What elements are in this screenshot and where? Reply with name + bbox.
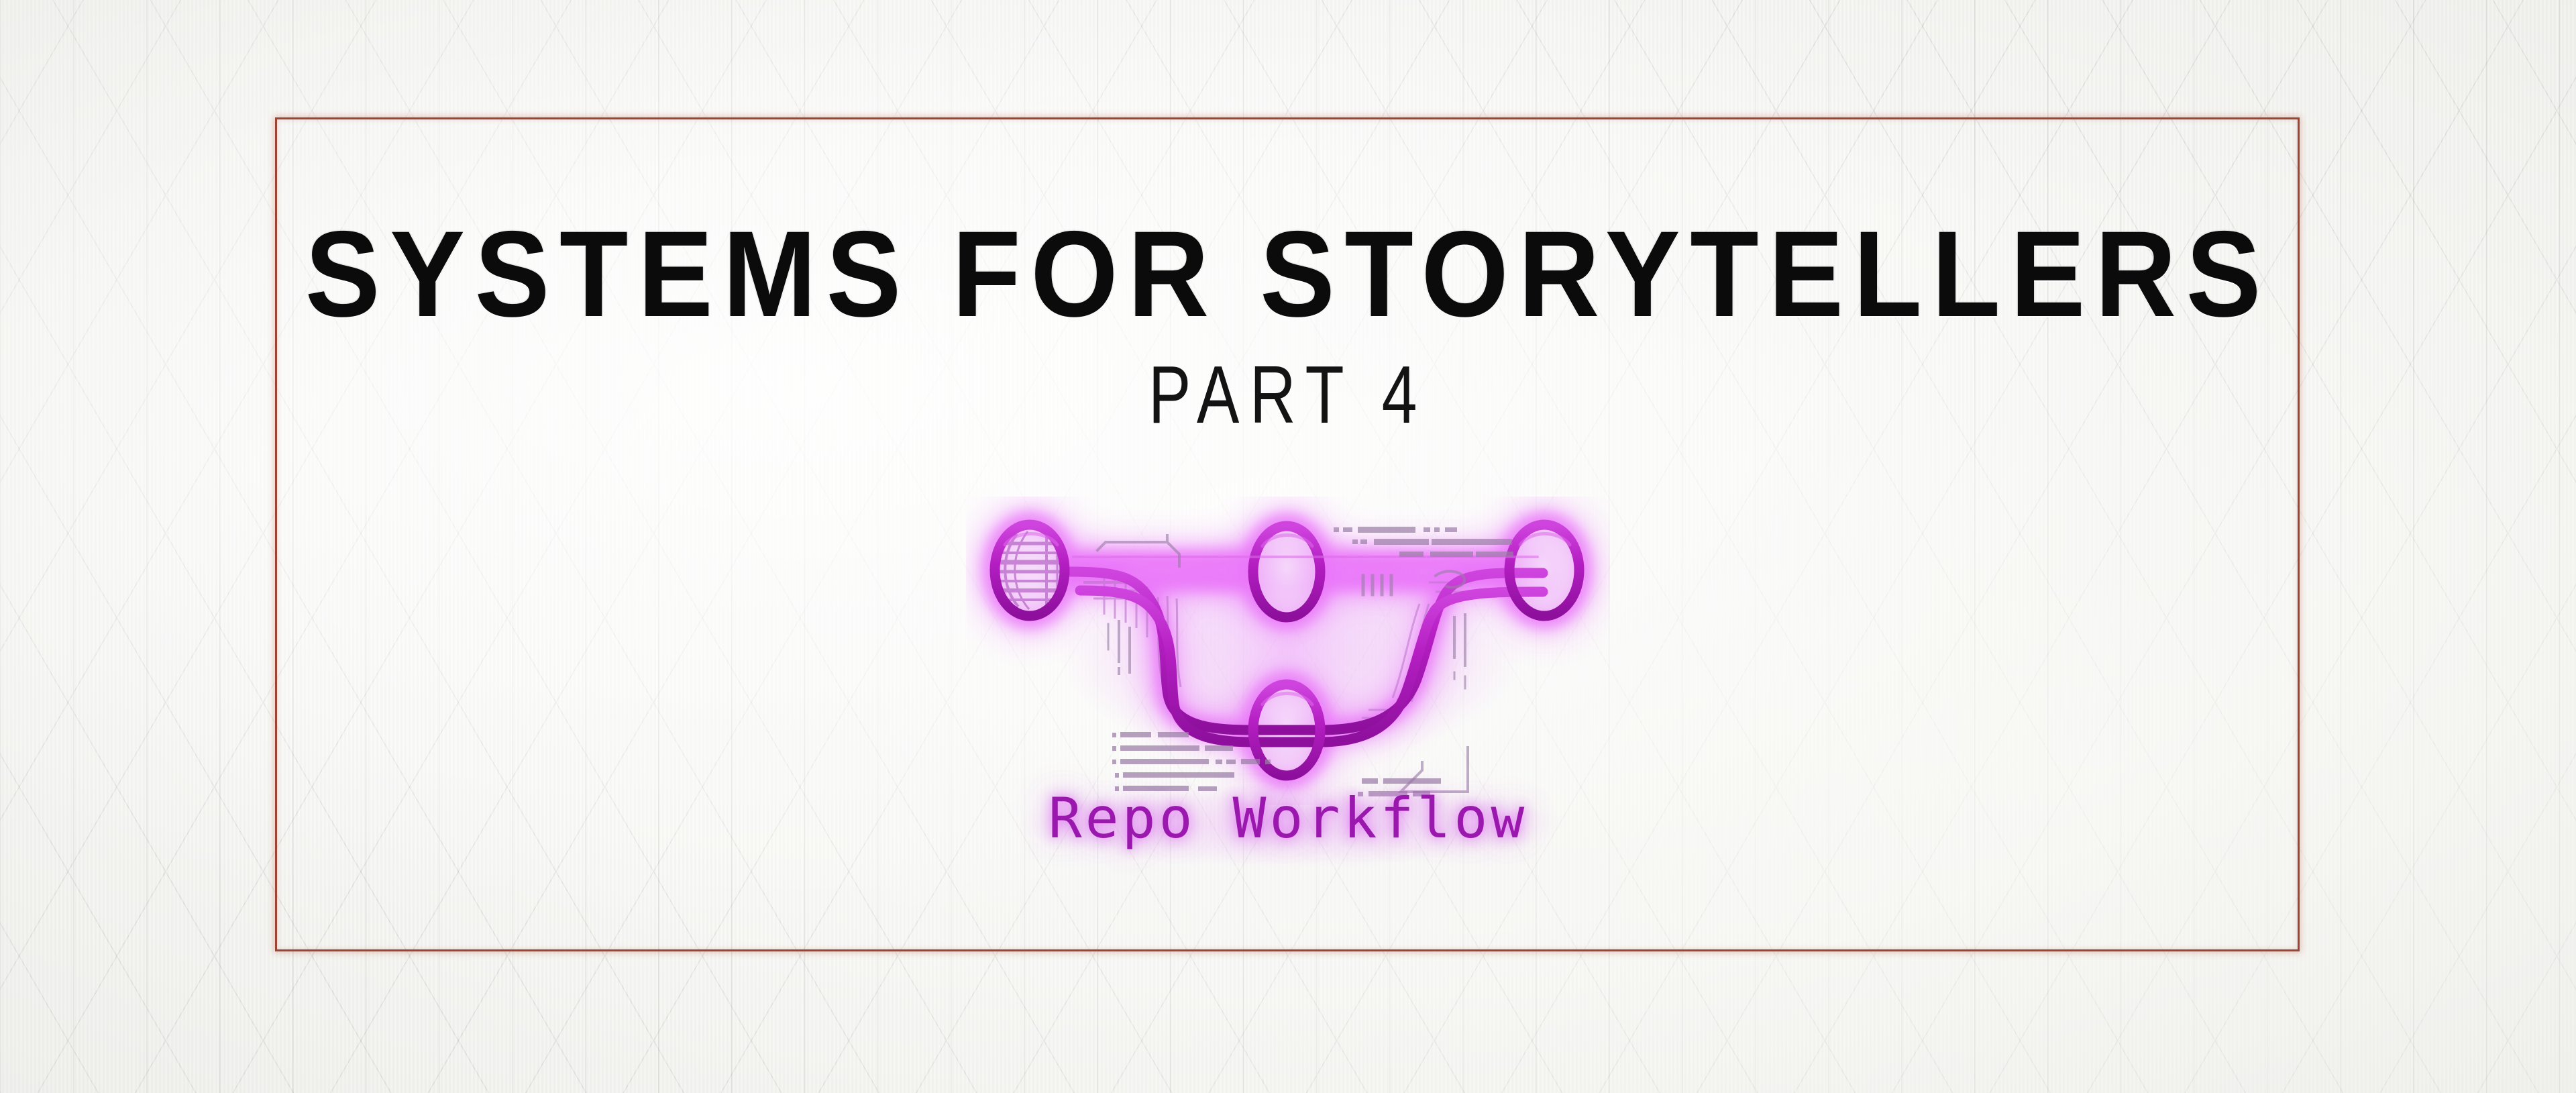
- page-title: SYSTEMS FOR STORYTELLERS: [305, 205, 2271, 342]
- decor-text-block-bottom: [1112, 732, 1271, 791]
- slide-caption: Repo Workflow: [1048, 786, 1528, 851]
- slide-border-frame: [275, 117, 2300, 951]
- decor-text-block-top: [1334, 527, 1513, 557]
- git-branch-graph-icon: [966, 497, 1610, 805]
- decor-text-block-bottom-right: [1358, 778, 1441, 796]
- part-label: PART 4: [1148, 349, 1428, 440]
